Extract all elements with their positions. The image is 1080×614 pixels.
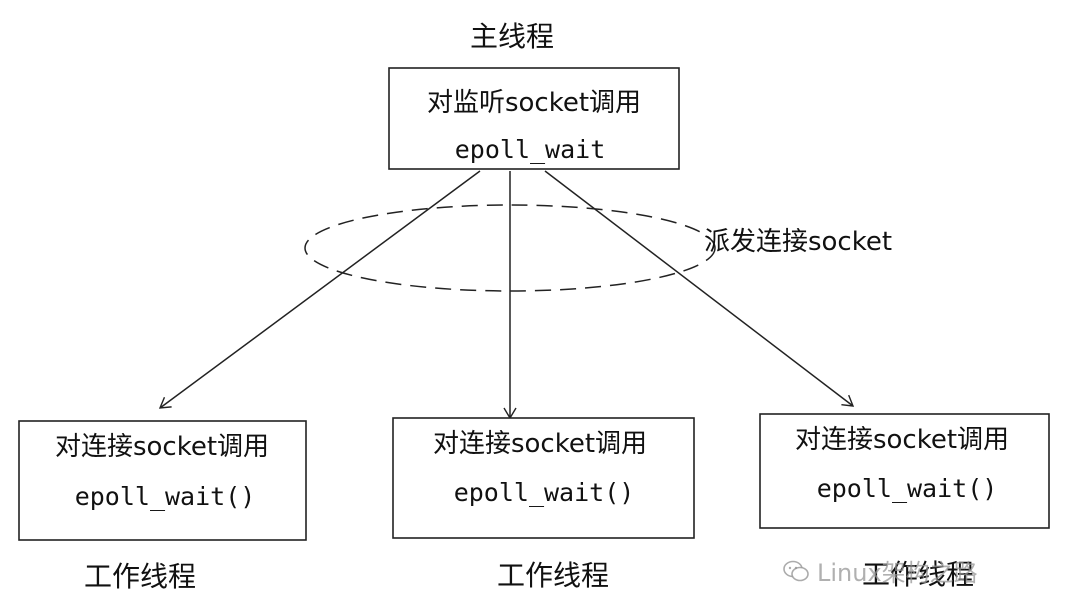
worker-1-caption: 工作线程 [84, 560, 196, 593]
main-thread-caption: 主线程 [470, 20, 554, 53]
worker-2-line2: epoll_wait() [454, 478, 635, 507]
main-thread-line1: 对监听socket调用 [427, 88, 641, 118]
worker-2-line1: 对连接socket调用 [433, 429, 647, 459]
main-thread-box: 对监听socket调用 epoll_wait [388, 67, 680, 170]
worker-3-caption: 工作线程 [862, 558, 974, 591]
dispatch-ellipse [304, 204, 716, 292]
worker-box-2: 对连接socket调用 epoll_wait() [392, 417, 695, 539]
worker-2-caption: 工作线程 [497, 559, 609, 592]
arrow-to-worker-1 [158, 170, 481, 409]
wechat-icon [783, 560, 809, 582]
worker-box-1: 对连接socket调用 epoll_wait() [18, 420, 307, 541]
watermark: Linux架构之路 [783, 553, 978, 588]
watermark-text: Linux架构之路 [817, 559, 978, 587]
arrow-to-worker-3 [544, 170, 855, 407]
worker-1-line2: epoll_wait() [75, 482, 256, 511]
dispatch-label: 派发连接socket [704, 227, 892, 257]
main-thread-line2: epoll_wait [455, 135, 606, 164]
worker-3-line1: 对连接socket调用 [795, 425, 1009, 455]
worker-3-line2: epoll_wait() [817, 474, 998, 503]
worker-1-line1: 对连接socket调用 [55, 432, 269, 462]
worker-box-3: 对连接socket调用 epoll_wait() [759, 413, 1050, 529]
